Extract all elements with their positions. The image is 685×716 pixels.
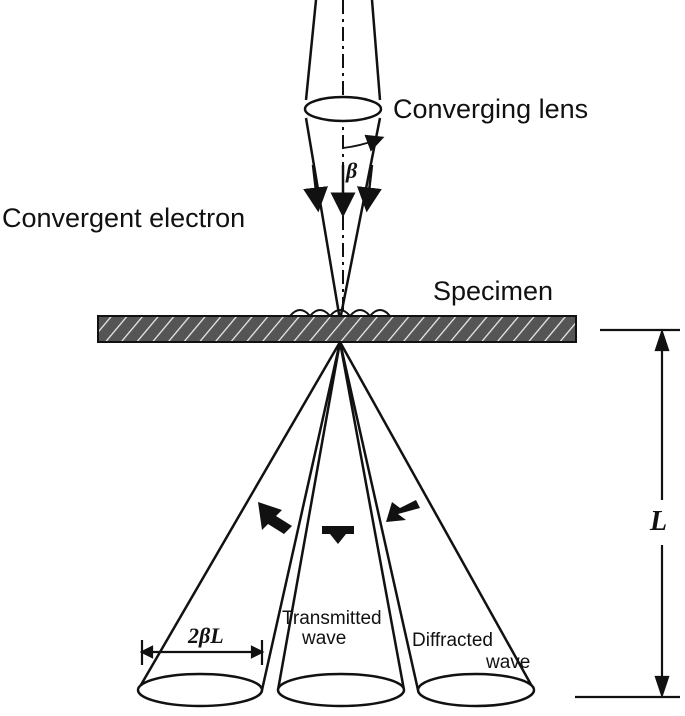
- diffracted-label-line2: wave: [485, 652, 530, 673]
- beta-angle-arc: [342, 134, 385, 152]
- beam-arrows: [303, 164, 382, 218]
- specimen-label: Specimen: [433, 276, 553, 306]
- length-label: L: [649, 506, 667, 537]
- disc-transmitted: [276, 672, 406, 708]
- converging-lens-label: Converging lens: [393, 94, 588, 124]
- converging-lens: [303, 95, 383, 123]
- disc-left: [136, 672, 264, 708]
- transmitted-label-line2: wave: [301, 628, 346, 649]
- cone-width-label: 2βL: [187, 623, 224, 648]
- wave-direction-arrows: [258, 500, 420, 544]
- convergent-electron-label: Convergent electron: [2, 203, 245, 233]
- diffracted-label-line1: Diffracted: [412, 630, 493, 651]
- transmitted-label-line1: Transmitted: [282, 608, 382, 629]
- disc-diffracted: [416, 672, 536, 708]
- specimen-slab: [97, 315, 577, 343]
- specimen-wavelets: [289, 309, 391, 318]
- length-dimension: [575, 328, 680, 699]
- cone-width-dimension: [139, 640, 265, 665]
- diverging-cones: [136, 341, 536, 691]
- incident-beam: [304, 0, 382, 321]
- beta-label: β: [345, 158, 358, 183]
